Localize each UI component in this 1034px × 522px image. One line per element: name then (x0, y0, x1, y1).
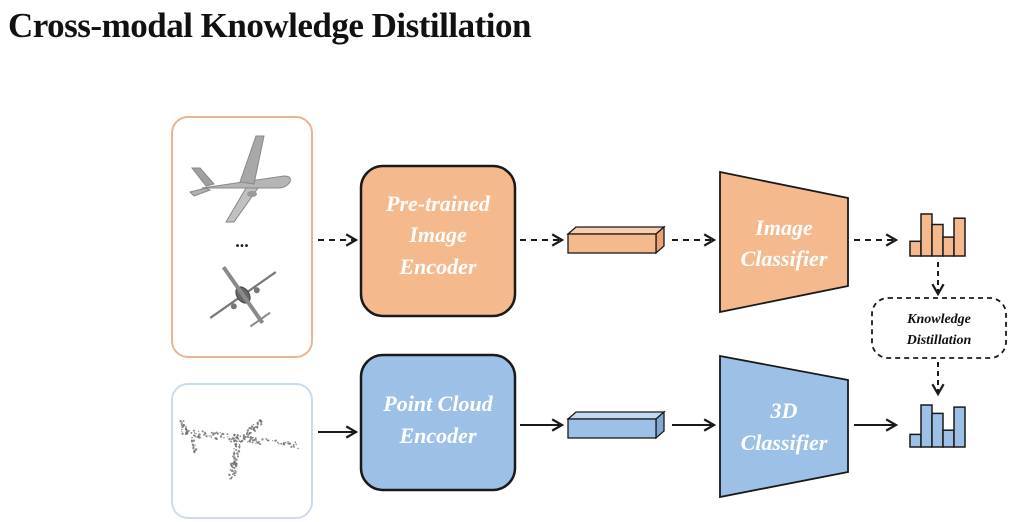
histogram-bar (909, 240, 922, 257)
page-title: Cross-modal Knowledge Distillation (8, 6, 531, 45)
airplane-top-view-icon (209, 266, 277, 328)
image-feature-vector (566, 225, 666, 255)
image-encoder-label-line2: Image (408, 222, 467, 247)
kd-label-line1: Knowledge (906, 312, 971, 327)
image-encoder-label-line1: Pre-trained (385, 191, 491, 216)
histogram-bar (909, 433, 922, 448)
point-encoder-label-line1: Point Cloud (382, 391, 493, 416)
histogram-bar (920, 404, 933, 448)
ellipsis-text: ... (235, 231, 249, 251)
histogram-bar (942, 429, 955, 448)
histogram-bar (953, 217, 966, 257)
image-classifier-label-line2: Classifier (741, 246, 828, 271)
airplane-point-cloud-icon (179, 419, 299, 480)
point-classifier-box: 3D Classifier (719, 354, 849, 499)
histogram-bar (920, 213, 933, 257)
image-encoder-box: Pre-trained Image Encoder (359, 164, 517, 318)
knowledge-distillation-box: Knowledge Distillation (871, 297, 1007, 359)
histogram-bar (931, 223, 944, 257)
point-output-histogram (909, 404, 966, 448)
image-classifier-label-line1: Image (754, 215, 813, 240)
point-classifier-label-line1: 3D (770, 398, 798, 423)
point-input-panel (171, 383, 313, 519)
histogram-bar (953, 406, 966, 448)
image-input-panel: ... (171, 116, 313, 358)
kd-label-line2: Distillation (906, 333, 972, 348)
point-encoder-label-line2: Encoder (399, 423, 477, 448)
airplane-render-icon (189, 135, 291, 223)
image-encoder-label-line3: Encoder (399, 254, 477, 279)
histogram-bar (942, 236, 955, 257)
image-output-histogram (909, 213, 966, 257)
point-encoder-box: Point Cloud Encoder (359, 353, 517, 492)
point-feature-vector (566, 410, 666, 440)
histogram-bar (931, 412, 944, 448)
point-classifier-label-line2: Classifier (741, 430, 828, 455)
image-classifier-box: Image Classifier (719, 170, 849, 314)
